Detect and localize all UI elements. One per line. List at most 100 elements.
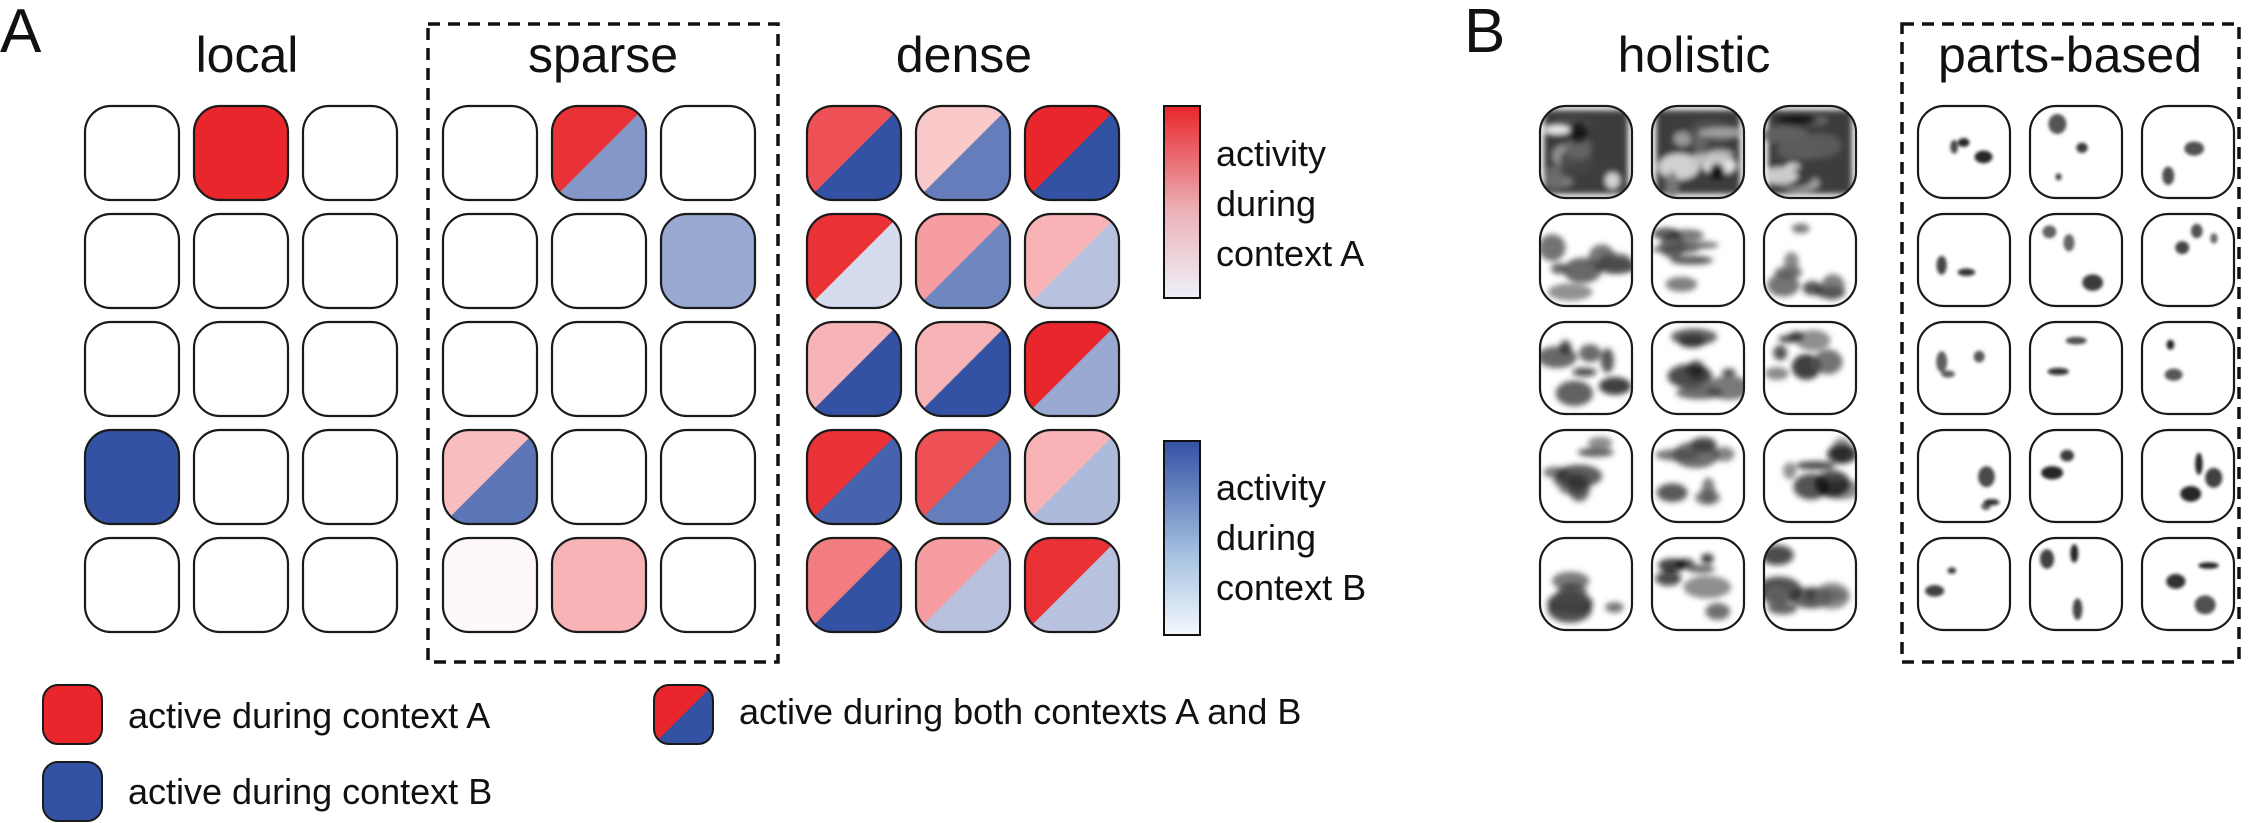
sparse-dashed-box [426,22,780,664]
holistic-feature-image [1538,104,1634,200]
holistic-feature-image [1650,536,1746,632]
parts-feature-image [2028,320,2124,416]
holistic-feature-image [1762,320,1858,416]
cell-grid-parts-based [1916,104,2236,632]
parts-feature-image [1916,536,2012,632]
cell [301,104,399,202]
cell [914,536,1012,634]
cell-grid-dense [805,104,1121,634]
parts-feature-image [2140,104,2236,200]
parts-feature-image [2028,104,2124,200]
holistic-feature-image [1650,104,1746,200]
colorbar-a-gradient [1163,105,1201,299]
cell [914,104,1012,202]
cell [659,428,757,526]
cell [805,320,903,418]
cell [441,320,539,418]
colorbar-a-label-line2: during [1216,183,1316,224]
cell [805,536,903,634]
holistic-feature-image [1762,212,1858,308]
cell [659,104,757,202]
colorbar-b-gradient [1163,440,1201,636]
cell [301,428,399,526]
group-title-sparse: sparse [528,27,678,83]
parts-feature-image [1916,320,2012,416]
parts-feature-image [2028,212,2124,308]
legend-label-both: active during both contexts A and B [739,691,1301,732]
colorbar-b-label-line2: during [1216,517,1316,558]
holistic-feature-image [1762,428,1858,524]
cell [441,212,539,310]
cell [83,104,181,202]
legend-label-context-a: active during context A [128,695,490,736]
cell [441,428,539,526]
parts-feature-image [1916,104,2012,200]
cell [301,212,399,310]
cell [83,428,181,526]
parts-feature-image [1916,212,2012,308]
holistic-feature-image [1538,536,1634,632]
holistic-feature-image [1538,212,1634,308]
colorbar-context-b: activity during context B [1163,440,1366,636]
cell [83,536,181,634]
cell [659,536,757,634]
legend: active during context A active during co… [42,684,1301,822]
cell [1023,104,1121,202]
legend-label-context-b: active during context B [128,771,492,812]
cell [192,428,290,526]
colorbar-b-label-line3: context B [1216,567,1366,608]
group-title-holistic: holistic [1618,27,1771,83]
cell [914,428,1012,526]
cell [550,536,648,634]
group-local: local [83,27,399,634]
cell [83,320,181,418]
group-parts-based: parts-based [1900,22,2241,664]
cell [550,104,648,202]
colorbar-a-label-line1: activity [1216,133,1326,174]
holistic-feature-image [1650,212,1746,308]
cell [550,428,648,526]
group-title-dense: dense [896,27,1032,83]
panel-a-letter: A [0,0,42,66]
cell [914,320,1012,418]
cell-grid-sparse [441,104,757,634]
cell [1023,428,1121,526]
cell [1023,536,1121,634]
holistic-feature-image [1538,428,1634,524]
cell [1023,212,1121,310]
panel-b-letter: B [1464,0,1505,66]
cell [805,212,903,310]
holistic-feature-image [1538,320,1634,416]
parts-based-dashed-box [1900,22,2241,664]
colorbar-context-a: activity during context A [1163,105,1364,299]
cell [550,212,648,310]
cell [659,212,757,310]
group-title-local: local [196,27,299,83]
cell [1023,320,1121,418]
cell [441,104,539,202]
cell [192,536,290,634]
cell [192,104,290,202]
cell [192,320,290,418]
holistic-feature-image [1650,428,1746,524]
parts-feature-image [2028,428,2124,524]
holistic-feature-image [1762,536,1858,632]
holistic-feature-image [1650,320,1746,416]
cell [83,212,181,310]
cell-grid-local [83,104,399,634]
cell [301,536,399,634]
parts-feature-image [2028,536,2124,632]
cell [805,428,903,526]
group-title-parts-based: parts-based [1938,27,2202,83]
group-sparse: sparse [426,22,780,664]
holistic-feature-image [1762,104,1858,200]
cell [805,104,903,202]
cell [192,212,290,310]
legend-swatch-context-b [42,761,103,822]
group-holistic: holistic [1538,27,1858,632]
parts-feature-image [2140,320,2236,416]
cell [914,212,1012,310]
cell [301,320,399,418]
cell-grid-holistic [1538,104,1858,632]
group-dense: dense [805,27,1121,634]
